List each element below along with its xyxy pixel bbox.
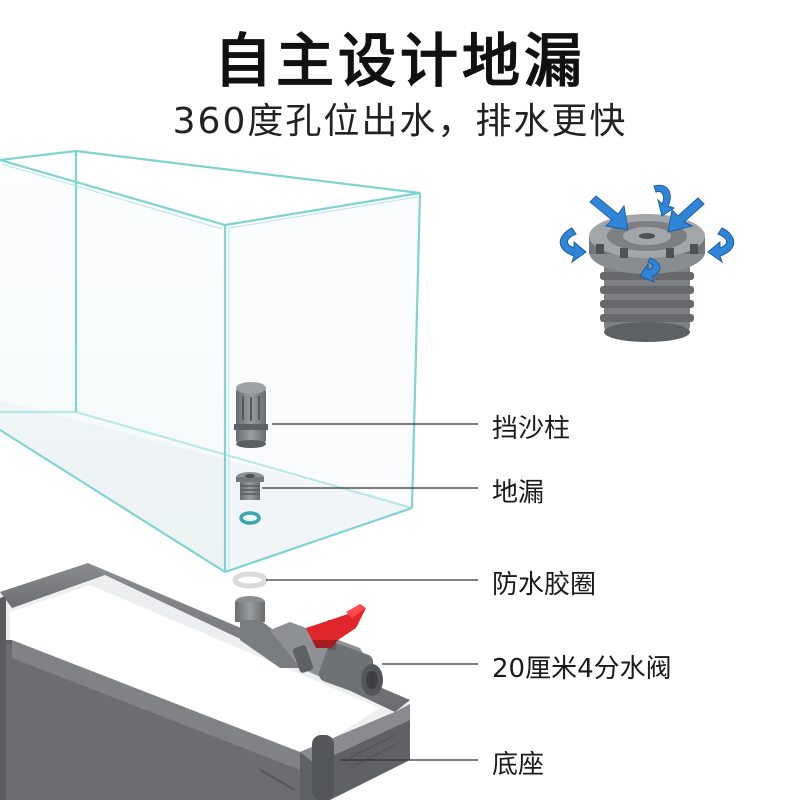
label-base: 底座 <box>492 750 545 780</box>
leader-lines <box>262 423 478 761</box>
floor-drain-part <box>236 472 264 500</box>
sand-column <box>234 382 268 448</box>
page-subtitle: 360度孔位出水，排水更快 <box>172 101 628 142</box>
label-waterproof-gasket: 防水胶圈 <box>492 570 597 600</box>
label-valve: 20厘米4分水阀 <box>492 654 672 684</box>
label-floor-drain: 地漏 <box>492 478 545 508</box>
flow-arrows <box>559 184 735 283</box>
small-ring-gasket <box>239 511 261 525</box>
valve-assembly <box>235 596 383 696</box>
glass-tank <box>0 149 422 574</box>
page-title: 自主设计地漏 <box>213 27 586 95</box>
waterproof-gasket <box>232 571 268 589</box>
label-sand-column: 挡沙柱 <box>492 414 571 444</box>
